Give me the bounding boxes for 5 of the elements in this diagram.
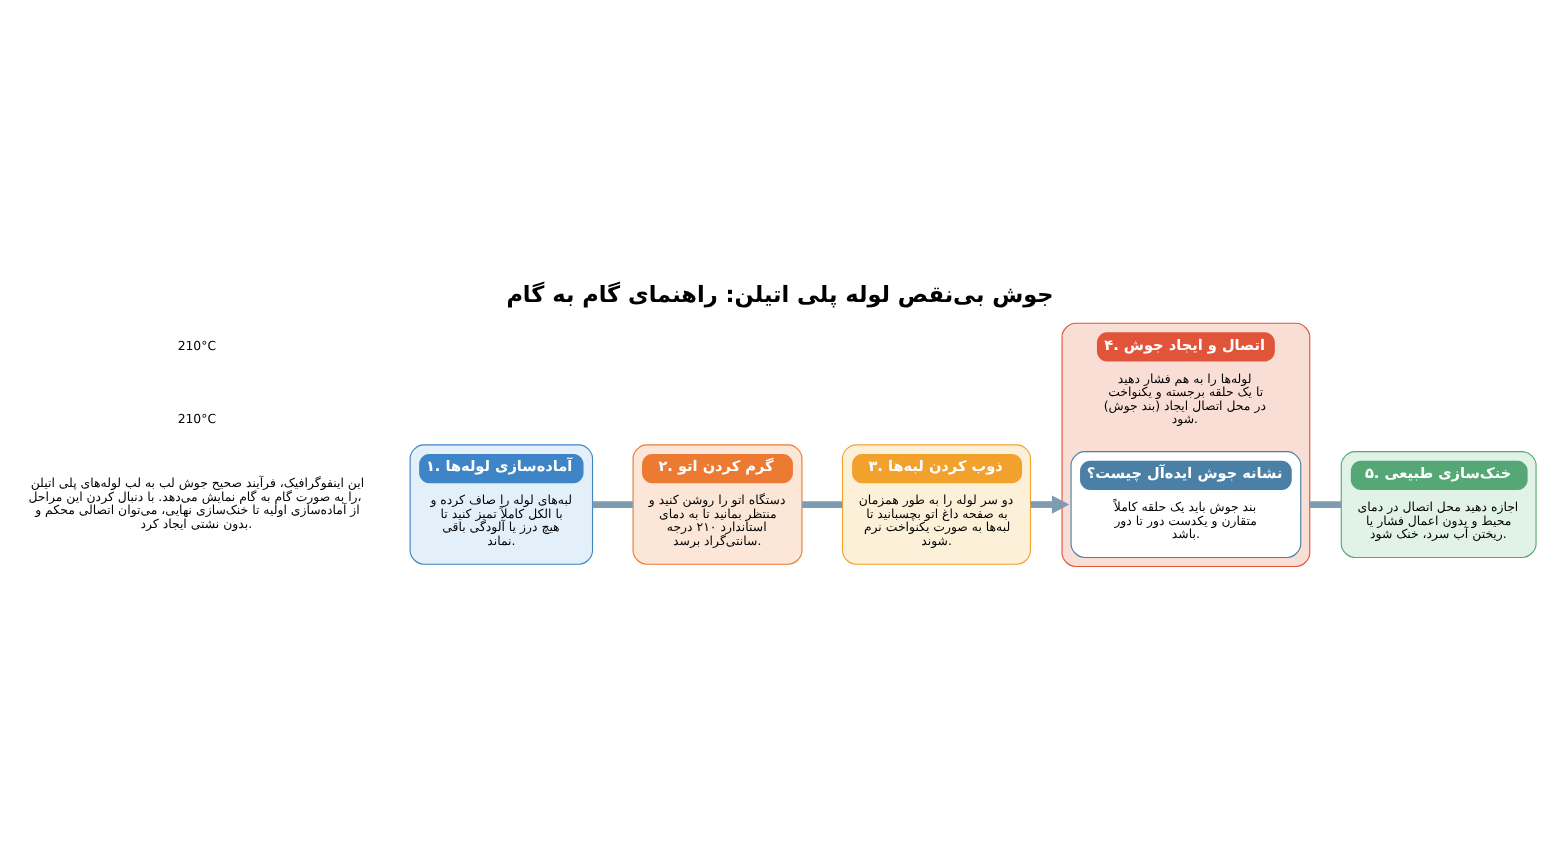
connector xyxy=(1309,500,1342,507)
diagram-title: جوش بی‌نقص لوله پلی اتیلن: راهنمای گام به گام xyxy=(506,280,1054,307)
arrow xyxy=(1030,494,1070,513)
connector xyxy=(802,500,843,507)
connector xyxy=(592,500,633,507)
